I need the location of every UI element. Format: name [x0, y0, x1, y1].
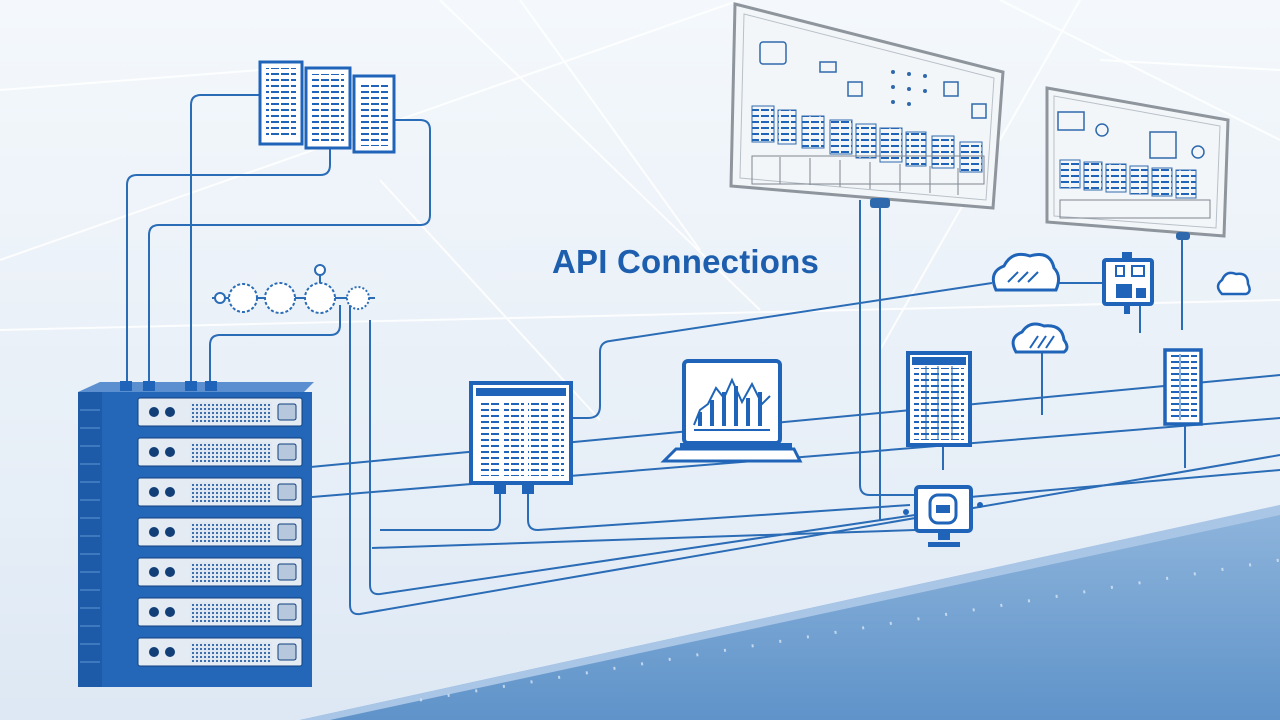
cloud-small-icon: [1216, 271, 1251, 296]
spreadsheet-icon: [469, 381, 573, 494]
cloud-icon: [991, 252, 1061, 292]
laptop-chart-icon: [660, 359, 803, 463]
cloud-upload-icon: [1011, 322, 1069, 354]
connection-lines: [126, 94, 1280, 616]
data-table-icon: [906, 351, 972, 447]
dashboard-panel-large: [729, 2, 1005, 210]
monitor-icon: [903, 485, 983, 547]
dashboard-panel-small: [1045, 86, 1230, 240]
top-spreadsheets-icon: [258, 60, 396, 154]
gear-chain-icon: [212, 264, 375, 314]
server-units: [137, 397, 303, 667]
server-rack-icon: [78, 381, 314, 687]
narrow-table-icon: [1163, 348, 1203, 426]
page-title: API Connections: [552, 243, 820, 280]
device-icon: [1102, 252, 1154, 314]
floor: [300, 505, 1280, 720]
